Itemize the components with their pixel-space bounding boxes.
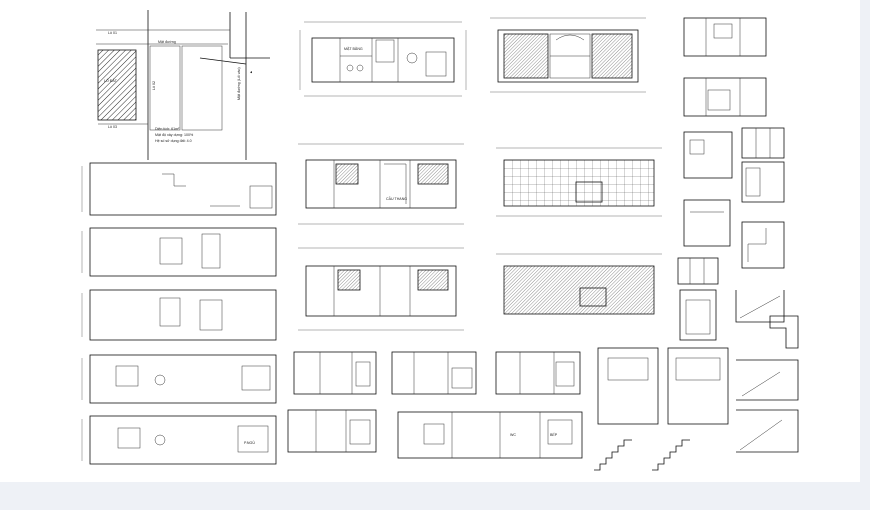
plan-label-top: MẶT BẰNG [344,46,363,51]
drawing-sheet: LÔ ĐẤT Lô 01 Lô 03 Lô 02 Mặt đường Mặt đ… [0,0,860,482]
lot-label-bottom: Lô 03 [108,125,117,129]
cad-drawing: LÔ ĐẤT Lô 01 Lô 03 Lô 02 Mặt đường Mặt đ… [81,10,799,471]
room-label-left: P.NGỦ [244,440,255,445]
small-plans-right [683,17,767,117]
svg-text:▲: ▲ [249,70,253,74]
kitchen-label: BẾP [550,432,558,437]
road-label-side: Mặt đường (Lối vào) [237,67,241,100]
road-label-top: Mặt đường [158,40,176,44]
middle-floor-plans: CẦU THANG [298,143,464,331]
plot-hatch [97,49,137,121]
wc-label: WC [510,433,516,437]
detail-drawings [677,127,799,349]
roof-plan-top [490,17,646,93]
legend-line-2: Mật độ xây dựng: 100% [155,133,194,137]
plot-label: LÔ ĐẤT [104,78,118,83]
left-column-plans: P.NGỦ [81,162,277,465]
roof-grid-plans [496,147,662,315]
lot-label-right: Lô 02 [152,81,156,90]
legend-line-1: Diện tích: 61m² [155,127,180,131]
bottom-floor-plans: BẾP WC [287,351,583,459]
section-drawings [594,347,799,471]
site-plan: LÔ ĐẤT Lô 01 Lô 03 Lô 02 Mặt đường Mặt đ… [96,10,270,160]
ground-floor-plan-top: MẶT BẰNG [299,21,467,97]
legend-line-3: Hệ số sử dụng đất: 4.0 [155,139,192,143]
lot-label-top: Lô 01 [108,31,117,35]
stair-label: CẦU THANG [386,197,407,201]
